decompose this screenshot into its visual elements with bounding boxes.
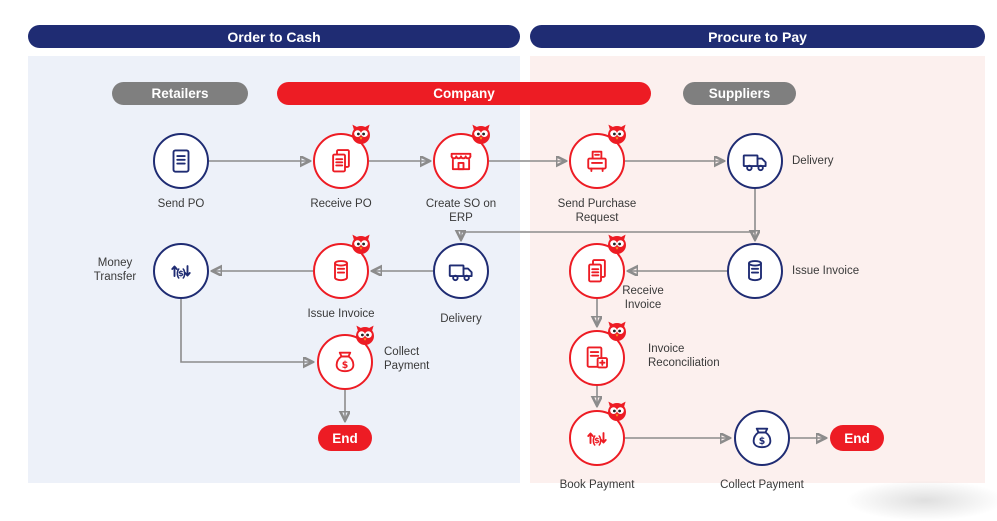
invoice-reconciliation-icon: [582, 343, 612, 373]
node-delivery-company: [433, 243, 489, 299]
node-money-transfer: [153, 243, 209, 299]
node-label-issue-invoice-supplier: Issue Invoice: [792, 265, 860, 277]
header-order-to-cash: Order to Cash: [28, 25, 520, 48]
node-circle: [153, 243, 209, 299]
node-label-send-purchase-request: Send Purchase Request: [557, 198, 637, 225]
truck-icon: [740, 146, 770, 176]
owl-mascot-icon: [469, 122, 493, 146]
owl-mascot-icon: [349, 232, 373, 256]
end-terminal-procure-to-pay: End: [830, 425, 884, 451]
node-label-invoice-reconciliation: Invoice Reconciliation: [648, 343, 720, 370]
node-collect-payment-company: [317, 334, 373, 390]
node-label-money-transfer: Money Transfer: [93, 257, 137, 284]
node-invoice-reconciliation: [569, 330, 625, 386]
document-icon: [166, 146, 196, 176]
node-label-delivery-supplier: Delivery: [792, 155, 834, 167]
node-circle: [734, 410, 790, 466]
owl-mascot-icon: [605, 399, 629, 423]
node-label-create-so-on-erp: Create SO on ERP: [425, 198, 497, 225]
node-circle: [153, 133, 209, 189]
node-circle: [727, 243, 783, 299]
node-send-purchase-request: [569, 133, 625, 189]
node-circle: [569, 133, 625, 189]
owl-mascot-icon: [353, 323, 377, 347]
node-label-send-po: Send PO: [157, 198, 205, 210]
node-circle: [433, 243, 489, 299]
lane-pill-retailers: Retailers: [112, 82, 248, 105]
node-create-so-on-erp: [433, 133, 489, 189]
storefront-icon: [446, 146, 476, 176]
scroll-invoice-icon: [740, 256, 770, 286]
node-issue-invoice-company: [313, 243, 369, 299]
lane-pill-suppliers: Suppliers: [683, 82, 796, 105]
owl-mascot-icon: [605, 232, 629, 256]
node-collect-payment-supplier: [734, 410, 790, 466]
node-book-payment: [569, 410, 625, 466]
node-send-po: [153, 133, 209, 189]
node-circle: [569, 243, 625, 299]
node-circle: [727, 133, 783, 189]
node-receive-invoice: [569, 243, 625, 299]
node-label-collect-payment-supplier: Collect Payment: [720, 479, 804, 491]
money-bag-icon: [330, 347, 360, 377]
node-label-book-payment: Book Payment: [559, 479, 635, 491]
fax-machine-icon: [582, 146, 612, 176]
owl-mascot-icon: [605, 319, 629, 343]
document-stack-icon: [326, 146, 356, 176]
money-bag-icon: [747, 423, 777, 453]
node-label-receive-po: Receive PO: [310, 198, 372, 210]
node-issue-invoice-supplier: [727, 243, 783, 299]
end-terminal-order-to-cash: End: [318, 425, 372, 451]
document-stack-icon: [582, 256, 612, 286]
truck-icon: [446, 256, 476, 286]
money-transfer-icon: [166, 256, 196, 286]
node-receive-po: [313, 133, 369, 189]
header-procure-to-pay: Procure to Pay: [530, 25, 985, 48]
node-label-collect-payment-company: Collect Payment: [384, 346, 430, 373]
lane-pill-company: Company: [277, 82, 651, 105]
money-transfer-icon: [582, 423, 612, 453]
node-delivery-supplier: [727, 133, 783, 189]
owl-mascot-icon: [605, 122, 629, 146]
owl-mascot-icon: [349, 122, 373, 146]
screenshot-artifact-shadow: [845, 480, 997, 521]
scroll-invoice-icon: [326, 256, 356, 286]
node-label-issue-invoice-company: Issue Invoice: [307, 308, 375, 320]
node-label-receive-invoice: Receive Invoice: [622, 285, 664, 312]
node-label-delivery-company: Delivery: [440, 313, 482, 325]
